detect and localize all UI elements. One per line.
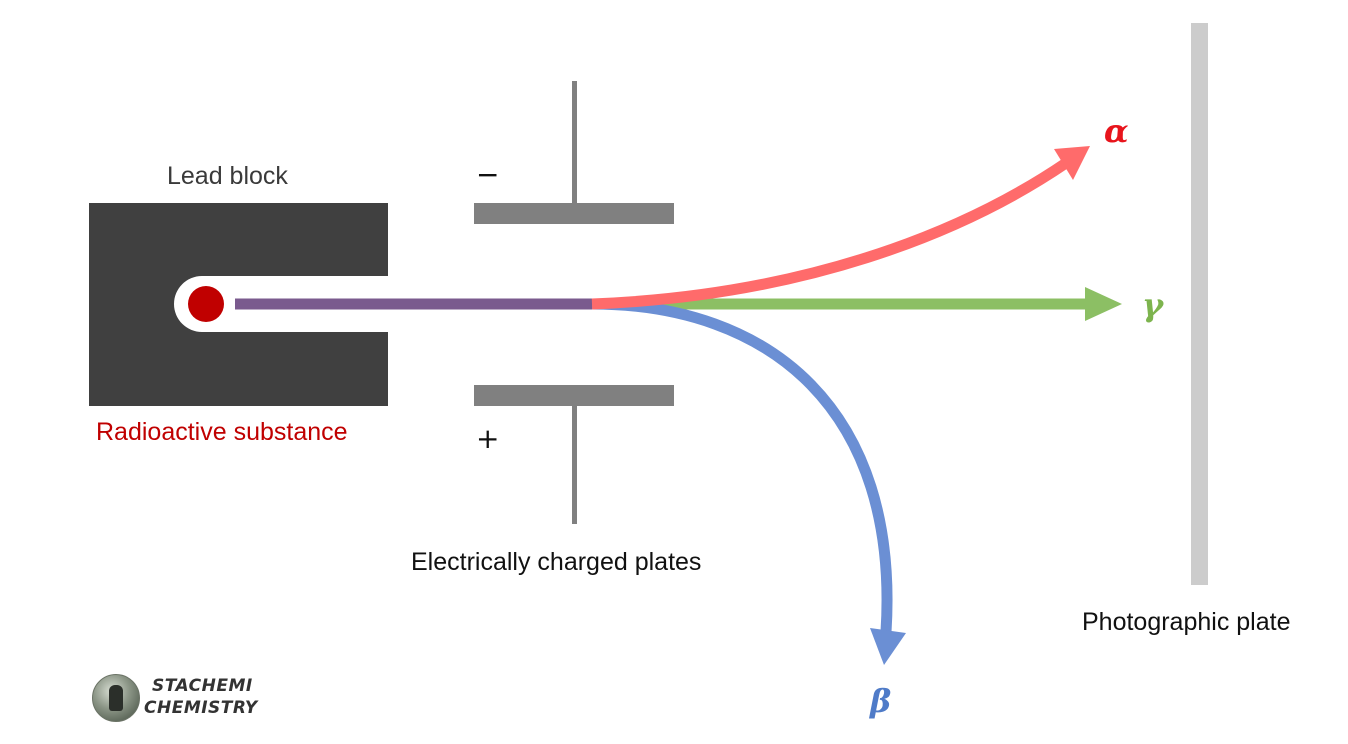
logo-line-1: STACHEMI [152,676,253,696]
logo-line-2: CHEMISTRY [144,698,258,718]
beta-ray [591,298,893,633]
lead-block [89,203,388,406]
logo-badge-icon [92,674,140,722]
photographic-plate [1191,23,1208,585]
alpha-ray [591,158,1070,310]
negative-sign: − [476,158,500,191]
positive-sign: + [476,422,500,455]
negative-plate [474,203,674,224]
gamma-arrowhead [1085,287,1122,321]
beta-arrowhead [870,628,906,665]
alpha-arrowhead [1054,146,1090,180]
negative-plate-lead [572,81,577,205]
logo-text: STACHEMI CHEMISTRY [144,675,258,719]
lead-block-label: Lead block [167,162,288,190]
charged-plates-label: Electrically charged plates [411,548,702,576]
photographic-plate-label: Photographic plate [1082,608,1291,636]
gamma-label: γ [1142,286,1164,324]
radioactive-source-dot [188,286,224,322]
beta-label: β [870,682,892,720]
positive-plate [474,385,674,406]
positive-plate-lead [572,404,577,524]
stachemi-logo: STACHEMI CHEMISTRY [92,672,282,724]
radioactive-substance-label: Radioactive substance [96,418,348,446]
alpha-label: α [1104,112,1129,150]
